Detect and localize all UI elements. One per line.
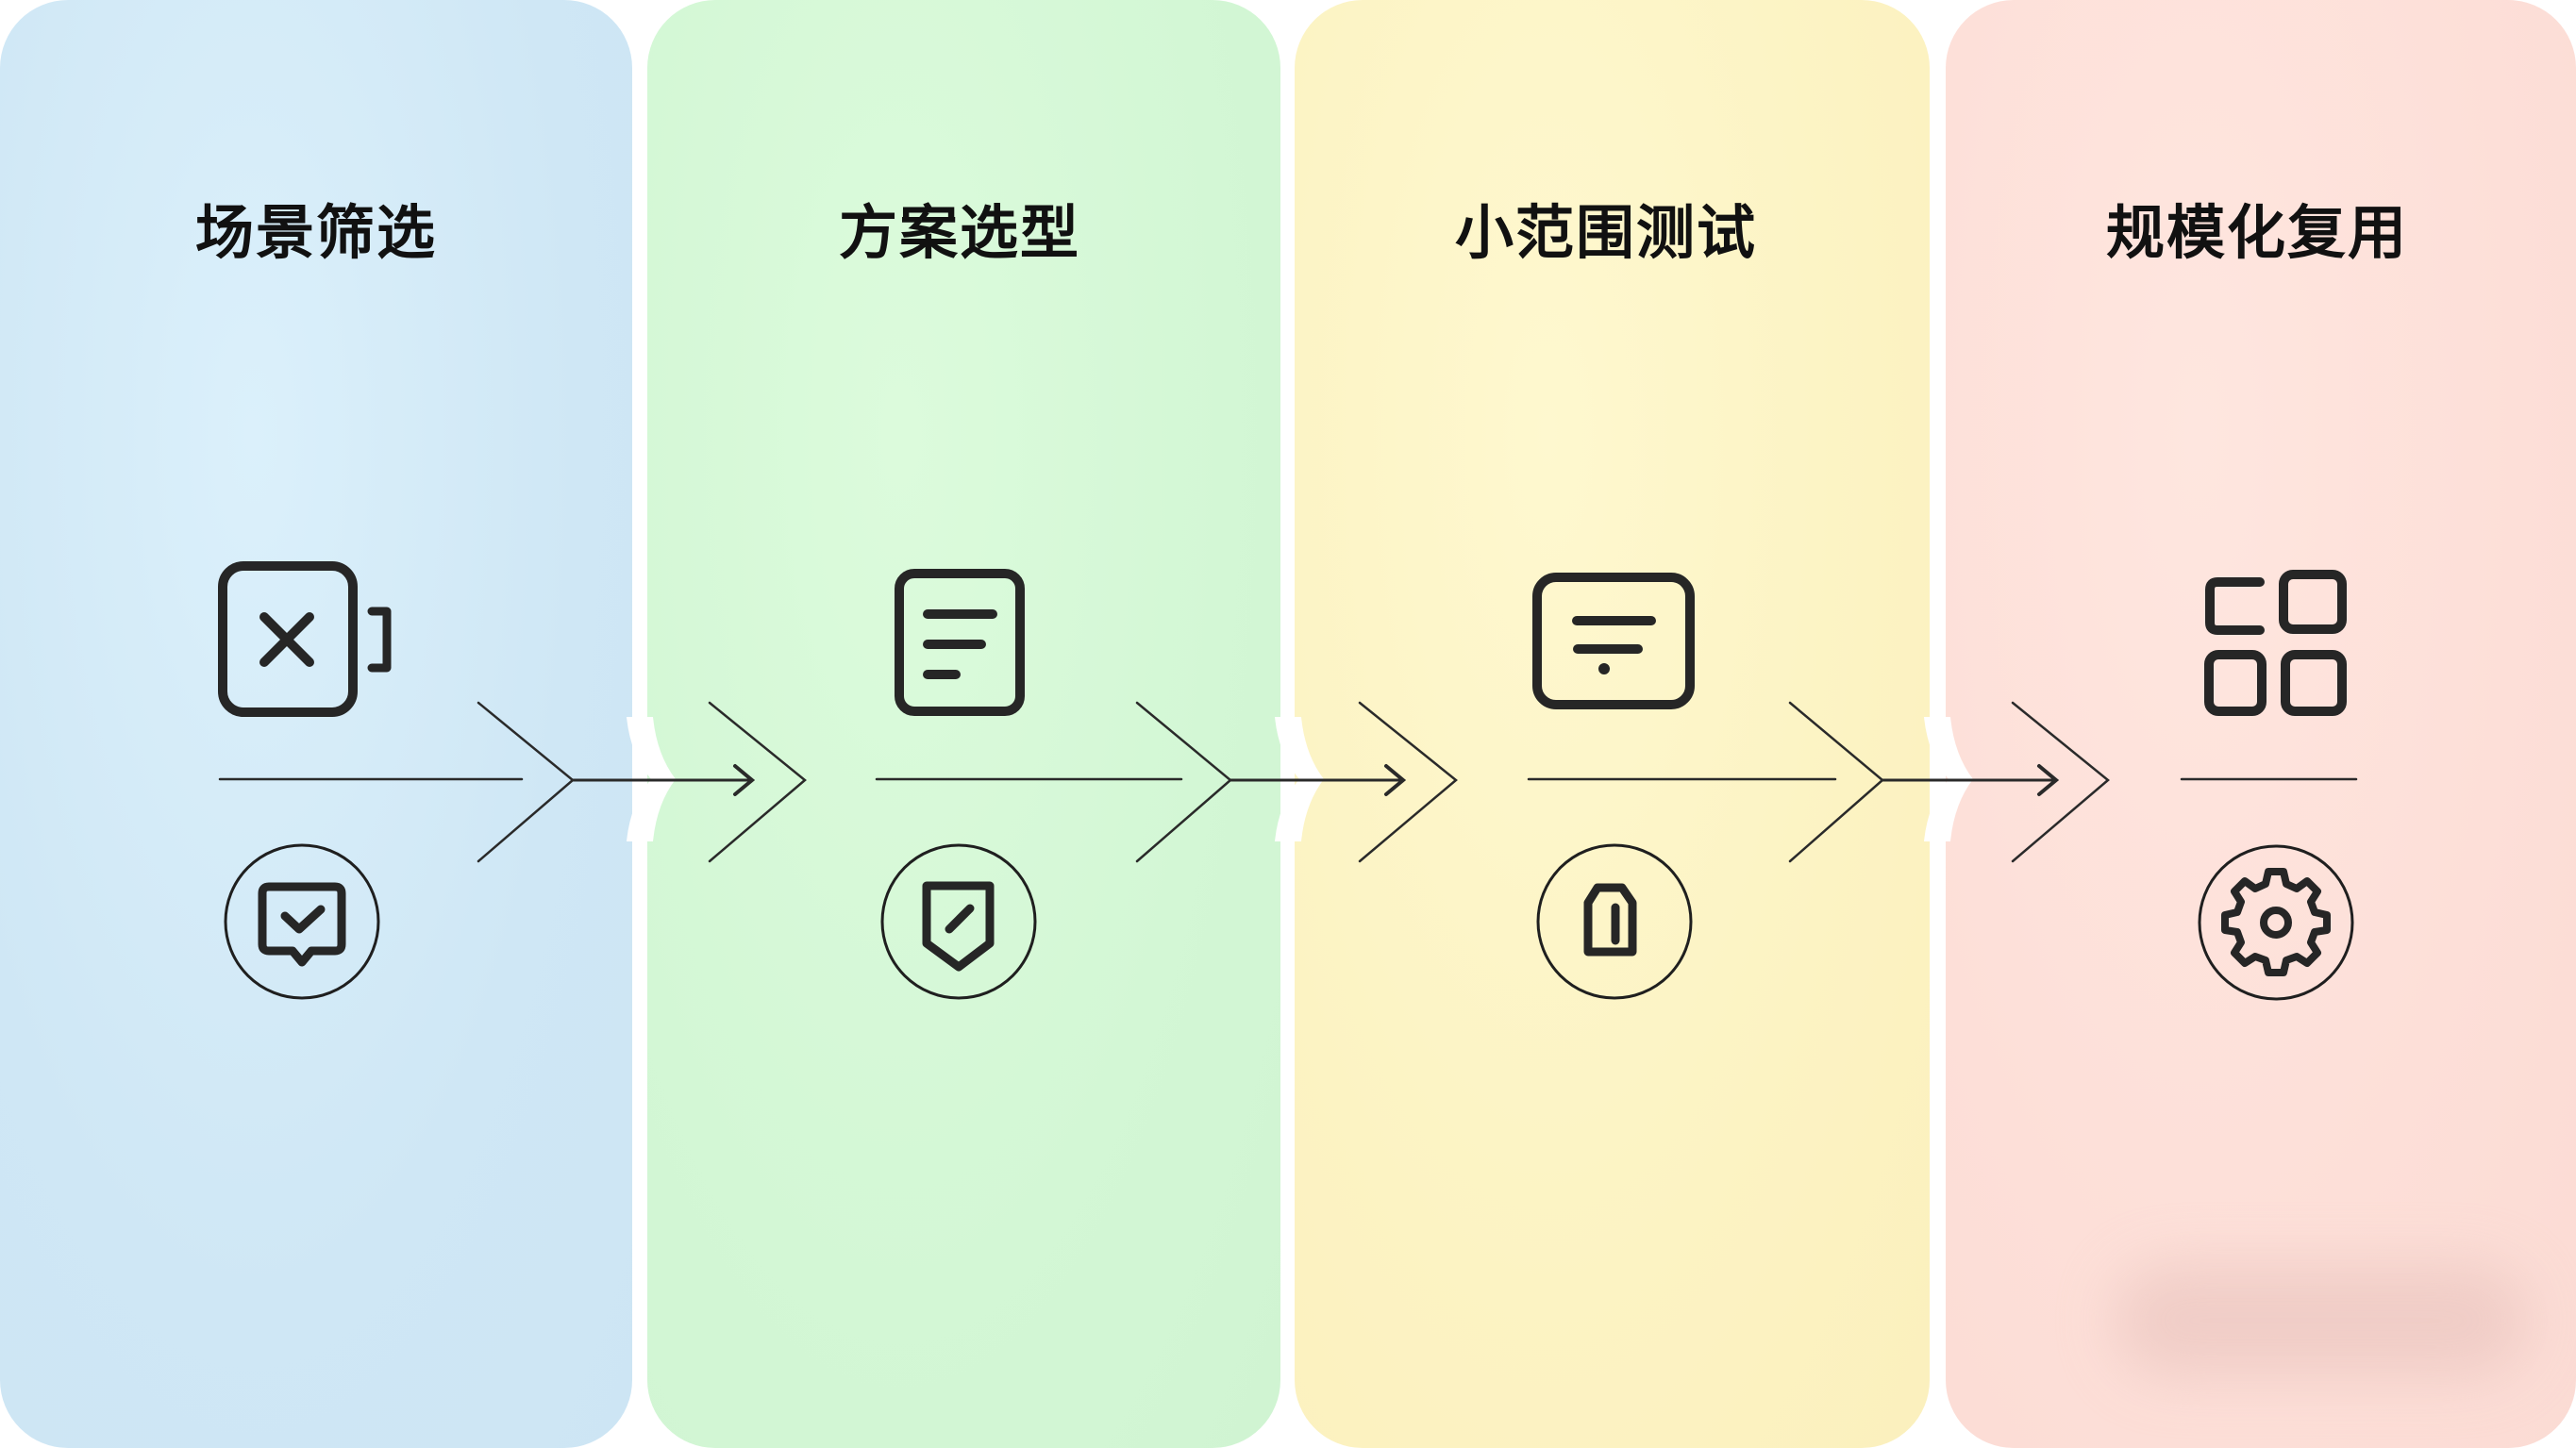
step-title-1: 场景筛选 [195,198,438,267]
step-panel-3: 小范围测试 [1295,0,1930,1448]
grid-apps-icon [2204,570,2347,716]
chevron-1b [708,701,807,863]
step-panel-1: 场景筛选 [0,0,632,1448]
badge-circle-4 [2198,844,2354,1001]
step-panel-4: 规模化复用 [1946,0,2576,1448]
badge-circle-2 [880,843,1037,1000]
chevron-3b [2011,701,2110,863]
device-with-x-icon [218,561,392,717]
chat-check-icon [258,882,346,967]
gear-icon [2221,868,2331,976]
step-title-3: 小范围测试 [1455,198,1758,267]
sim-card-icon [1583,883,1637,957]
chevron-3a [1788,701,1884,863]
step-title-4: 规模化复用 [2106,198,2409,267]
chevron-2b [1358,701,1458,863]
badge-circle-3 [1536,843,1693,1000]
filter-box-icon [1532,573,1695,709]
decorative-shadow [2114,1264,2529,1377]
shield-pencil-icon [922,881,995,972]
badge-circle-1 [224,843,380,1000]
step-panel-2: 方案选型 [647,0,1280,1448]
chevron-2a [1135,701,1232,863]
document-list-icon [895,569,1025,716]
chevron-1a [477,701,575,863]
step-title-2: 方案选型 [839,198,1081,267]
